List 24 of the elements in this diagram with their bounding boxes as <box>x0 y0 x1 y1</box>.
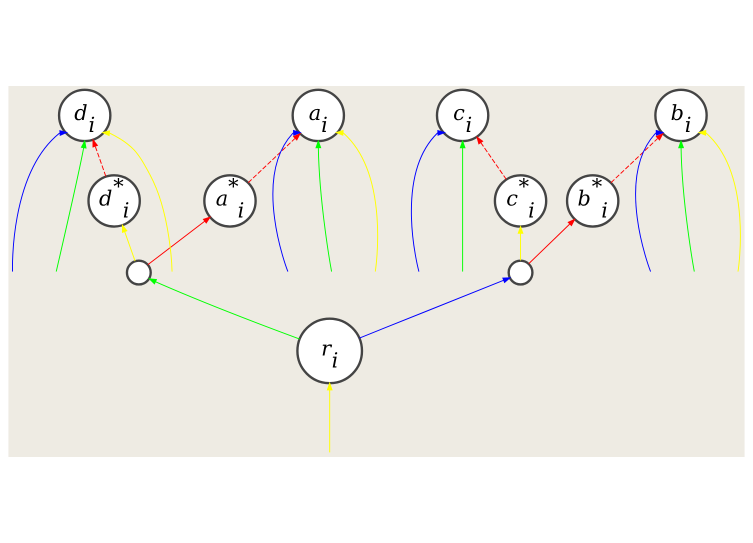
arrow <box>635 130 664 272</box>
arrow <box>148 278 300 340</box>
arrow <box>528 218 576 264</box>
arrow <box>476 136 507 180</box>
arrow <box>248 132 302 184</box>
arrow <box>698 130 741 272</box>
arrow <box>92 138 106 177</box>
arrow <box>410 130 446 272</box>
arrow <box>101 130 173 272</box>
arrow <box>460 140 466 272</box>
arrow <box>147 216 212 266</box>
arrow <box>518 225 524 261</box>
arrow <box>315 140 332 272</box>
arrow <box>122 224 136 262</box>
arrow <box>359 277 512 338</box>
arrow <box>272 130 302 272</box>
node-circle <box>507 260 534 286</box>
arrow <box>326 382 333 453</box>
node-circle <box>126 260 152 286</box>
arrow <box>678 140 695 272</box>
arrow <box>334 130 378 272</box>
arrow <box>610 132 664 184</box>
arrow <box>12 130 68 272</box>
arrow <box>56 140 87 272</box>
